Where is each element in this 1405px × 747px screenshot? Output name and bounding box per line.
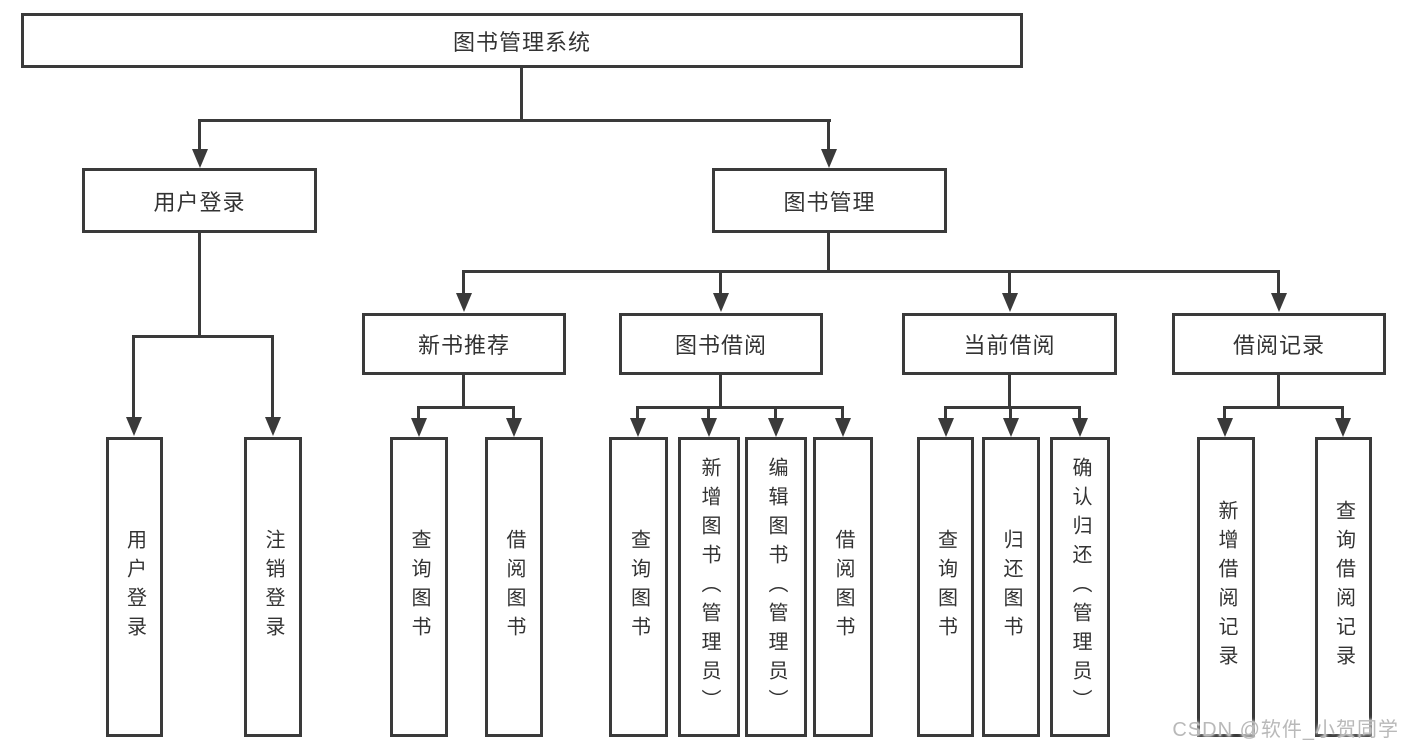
arrowhead-down [701, 418, 717, 437]
node-label: 用户登录 [153, 189, 246, 215]
leaf-query-book-current: 查询图书 [917, 437, 974, 737]
leaf-add-book-admin: 新增图书（管理员） [678, 437, 740, 737]
connector-drop-leaf [1009, 406, 1012, 420]
connector-current-borrow-stem [1008, 375, 1011, 409]
arrowhead-down [126, 417, 142, 436]
connector-drop-leaf [636, 406, 639, 420]
connector-drop-leaf [841, 406, 844, 420]
node-book-mgmt: 图书管理 [712, 168, 947, 233]
connector-borrow-records-rail [1224, 406, 1344, 409]
connector-new-book-stem [462, 375, 465, 409]
arrowhead-down [821, 149, 837, 168]
arrowhead-down [1072, 418, 1088, 437]
node-book-borrow: 图书借阅 [619, 313, 823, 375]
connector-drop-leaf [1223, 406, 1226, 420]
leaf-label: 新增图书（管理员） [698, 456, 720, 718]
connector-new-book-rail [418, 406, 515, 409]
arrowhead-down [1335, 418, 1351, 437]
connector-drop-branch [1008, 270, 1011, 296]
node-label: 图书管理 [783, 189, 876, 215]
connector-drop-leaf [944, 406, 947, 420]
arrowhead-down [456, 293, 472, 312]
connector-book-mgmt-rail [464, 270, 1280, 273]
leaf-confirm-return-admin: 确认归还（管理员） [1050, 437, 1110, 737]
connector-user-login-rail [133, 335, 273, 338]
connector-book-borrow-stem [719, 375, 722, 409]
arrowhead-down [1271, 293, 1287, 312]
leaf-label: 用户登录 [123, 529, 146, 645]
leaf-label: 查询借阅记录 [1332, 500, 1355, 674]
leaf-label: 查询图书 [627, 529, 650, 645]
leaf-return-book: 归还图书 [982, 437, 1040, 737]
connector-borrow-records-stem [1277, 375, 1280, 409]
connector-book-borrow-rail [637, 406, 844, 409]
leaf-label: 借阅图书 [503, 529, 525, 645]
arrowhead-down [411, 418, 427, 437]
arrowhead-down [768, 418, 784, 437]
arrowhead-down [630, 418, 646, 437]
leaf-label: 查询图书 [408, 529, 430, 645]
leaf-query-book-rec: 查询图书 [390, 437, 448, 737]
connector-drop-leaf [417, 406, 420, 420]
arrowhead-down [506, 418, 522, 437]
connector-drop-leaf [1078, 406, 1081, 420]
node-label: 借阅记录 [1232, 333, 1325, 358]
connector-drop-leaf [774, 406, 777, 420]
leaf-query-book-borrow: 查询图书 [609, 437, 668, 737]
connector-book-mgmt-stem [827, 233, 830, 273]
connector-drop-leaf [132, 335, 135, 419]
node-new-book-rec: 新书推荐 [362, 313, 566, 375]
arrowhead-down [938, 418, 954, 437]
connector-root-stem [520, 68, 523, 121]
leaf-add-borrow-record: 新增借阅记录 [1197, 437, 1255, 737]
connector-drop-branch [1277, 270, 1280, 296]
connector-drop-leaf [271, 335, 274, 419]
leaf-edit-book-admin: 编辑图书（管理员） [745, 437, 807, 737]
leaf-borrow-book: 借阅图书 [813, 437, 873, 737]
arrowhead-down [713, 293, 729, 312]
node-label: 新书推荐 [417, 333, 510, 358]
node-borrow-records: 借阅记录 [1172, 313, 1386, 375]
connector-drop-leaf [1341, 406, 1344, 420]
connector-drop-user-login [198, 119, 201, 152]
connector-drop-book-mgmt [827, 119, 830, 152]
leaf-label: 编辑图书（管理员） [765, 456, 787, 718]
arrowhead-down [1002, 293, 1018, 312]
leaf-label: 查询图书 [934, 529, 957, 645]
connector-drop-leaf [707, 406, 710, 420]
arrowhead-down [192, 149, 208, 168]
connector-current-borrow-rail [945, 406, 1081, 409]
leaf-label: 确认归还（管理员） [1069, 456, 1091, 718]
leaf-query-borrow-record: 查询借阅记录 [1315, 437, 1372, 737]
connector-user-login-stem [198, 233, 201, 338]
connector-root-rail [199, 119, 831, 122]
leaf-label: 注销登录 [262, 529, 284, 645]
node-label: 图书管理系统 [452, 29, 591, 55]
leaf-logout: 注销登录 [244, 437, 302, 737]
arrowhead-down [835, 418, 851, 437]
arrowhead-down [1003, 418, 1019, 437]
connector-drop-branch [719, 270, 722, 296]
leaf-label: 归还图书 [1000, 529, 1022, 645]
connector-drop-branch [462, 270, 465, 296]
arrowhead-down [265, 417, 281, 436]
arrowhead-down [1217, 418, 1233, 437]
leaf-label: 新增借阅记录 [1215, 500, 1237, 674]
node-user-login: 用户登录 [82, 168, 317, 233]
leaf-label: 借阅图书 [832, 529, 854, 645]
csdn-watermark: CSDN @软件_小贺同学 [1172, 719, 1399, 741]
node-label: 图书借阅 [674, 333, 767, 358]
node-current-borrow: 当前借阅 [902, 313, 1117, 375]
leaf-user-login: 用户登录 [106, 437, 163, 737]
connector-drop-leaf [512, 406, 515, 420]
node-label: 当前借阅 [963, 333, 1056, 358]
node-root-system: 图书管理系统 [21, 13, 1023, 68]
leaf-borrow-book-rec: 借阅图书 [485, 437, 543, 737]
